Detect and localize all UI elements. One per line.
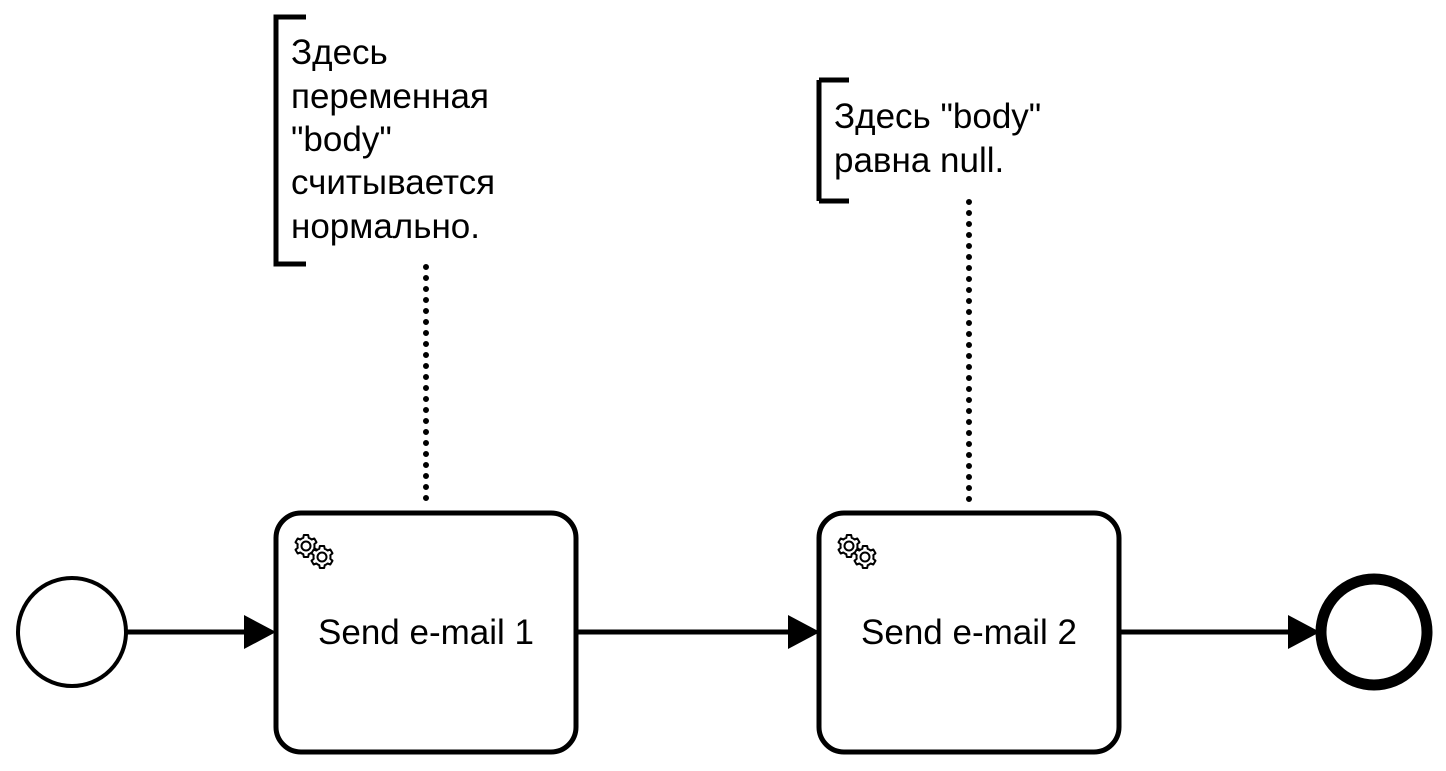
sequence-flow[interactable] xyxy=(578,615,820,649)
task-box xyxy=(816,510,1122,755)
annotation-line: равна null. xyxy=(834,141,1004,180)
annotation-line: Здесь xyxy=(291,33,388,72)
text-annotation[interactable]: Здесь переменная "body" считывается норм… xyxy=(273,14,495,267)
annotation-line: "body" xyxy=(291,120,392,159)
text-annotation[interactable]: Здесь "body" равна null. xyxy=(816,77,1041,204)
arrowhead xyxy=(1288,615,1320,649)
sequence-flow[interactable] xyxy=(1121,615,1320,649)
annotation-bracket xyxy=(273,14,306,267)
annotation-bracket xyxy=(816,77,849,204)
arrowhead xyxy=(788,615,820,649)
service-task[interactable]: Send e-mail 1 xyxy=(273,510,579,755)
annotation-line: переменная xyxy=(291,77,489,116)
annotation-line: Здесь "body" xyxy=(834,97,1041,136)
task-box xyxy=(273,510,579,755)
task-label: Send e-mail 2 xyxy=(861,613,1077,652)
start-event[interactable] xyxy=(16,576,128,688)
service-task[interactable]: Send e-mail 2 xyxy=(816,510,1122,755)
annotation-line: считывается xyxy=(291,163,495,202)
task-label: Send e-mail 1 xyxy=(318,613,534,652)
sequence-flow[interactable] xyxy=(127,615,276,649)
annotation-line: нормально. xyxy=(291,207,480,246)
arrowhead xyxy=(244,615,276,649)
end-event[interactable] xyxy=(1315,573,1433,691)
